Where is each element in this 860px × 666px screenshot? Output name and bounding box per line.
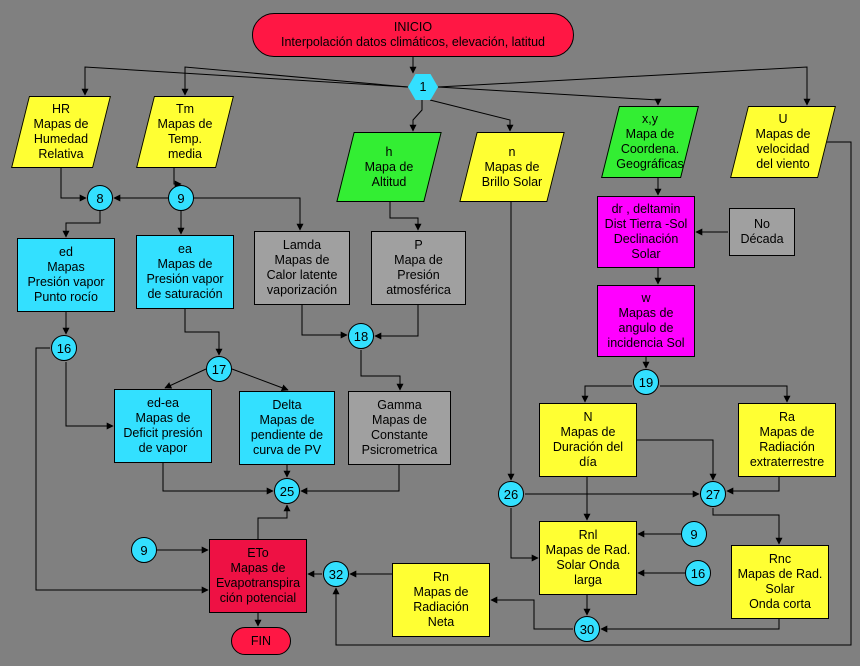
flow-arrow-37 xyxy=(510,508,539,562)
hr-input-label: HR Mapas de Humedad Relativa xyxy=(33,102,89,161)
p-process: P Mapa de Presión atmosférica xyxy=(371,231,466,305)
rnl-process: Rnl Mapas de Rad. Solar Onda larga xyxy=(539,521,637,595)
flow-arrow-42 xyxy=(600,619,780,633)
delta-process: Delta Mapas de pendiente de curva de PV xyxy=(239,391,335,465)
gamma-process: Gamma Mapas de Constante Psicrometrica xyxy=(348,391,451,465)
u-input-label: U Mapas de velocidad del viento xyxy=(755,112,811,171)
tm-input-label: Tm Mapas de Temp. media xyxy=(157,102,213,161)
flow-arrow-35 xyxy=(726,477,780,495)
flow-arrow-27 xyxy=(581,385,632,403)
flow-arrow-19 xyxy=(184,309,223,356)
flow-arrow-25 xyxy=(164,368,207,389)
end-terminal: FIN xyxy=(231,627,291,655)
flow-arrow-21 xyxy=(374,305,419,340)
edea-process: ed-ea Mapas de Deficit presión de vapor xyxy=(114,389,212,463)
flow-arrow-28 xyxy=(660,385,791,403)
connector-19: 19 xyxy=(633,369,659,395)
flow-arrow-12 xyxy=(62,211,101,238)
flow-arrow-34 xyxy=(637,439,717,481)
h-input-label: h Mapa de Altitud xyxy=(364,144,414,189)
flow-arrow-8 xyxy=(60,168,87,202)
eto-process: ETo Mapas de Evapotranspira ción potenci… xyxy=(209,539,307,613)
connector-30: 30 xyxy=(574,616,600,642)
flow-arrow-40 xyxy=(712,508,783,545)
connector-16: 16 xyxy=(51,335,77,361)
flow-arrow-24 xyxy=(231,368,289,392)
flow-arrow-14 xyxy=(389,202,422,231)
connector-8: 8 xyxy=(87,185,113,211)
hr-input: HR Mapas de Humedad Relativa xyxy=(11,96,111,168)
flow-arrow-9 xyxy=(173,168,182,188)
flow-arrow-4 xyxy=(437,66,811,106)
u-input: U Mapas de velocidad del viento xyxy=(730,106,836,178)
connector-9-eto: 9 xyxy=(131,537,157,563)
connector-32: 32 xyxy=(323,561,349,587)
flow-arrow-7 xyxy=(429,99,514,132)
rnc-process: Rnc Mapas de Rad. Solar Onda corta xyxy=(731,545,829,619)
ea-process: ea Mapas de Presión vapor de saturación xyxy=(136,235,234,309)
flow-arrow-3 xyxy=(181,66,409,96)
N-process: N Mapas de Duración del día xyxy=(539,403,637,477)
xy-input-label: x,y Mapa de Coordena. Geográficas xyxy=(616,112,684,171)
flow-arrow-20 xyxy=(301,305,348,339)
connector-9-rnl: 9 xyxy=(681,521,707,547)
dr-process: dr , deltamin Dist Tierra -Sol Declinaci… xyxy=(597,196,695,268)
ed-process: ed Mapas Presión vapor Punto rocío xyxy=(17,238,115,312)
flow-arrow-43 xyxy=(490,596,573,630)
flow-arrow-49 xyxy=(35,347,209,594)
flow-arrow-44 xyxy=(332,141,852,646)
connector-1: 1 xyxy=(408,74,438,100)
flow-arrow-5 xyxy=(437,86,662,106)
tm-input: Tm Mapas de Temp. media xyxy=(136,96,234,168)
connector-17: 17 xyxy=(206,356,232,382)
lamda-process: Lamda Mapas de Calor latente vaporizació… xyxy=(254,231,350,305)
n-input-label: n Mapas de Brillo Solar xyxy=(481,144,543,189)
flow-arrow-31 xyxy=(300,465,400,495)
nodecada-input: No Década xyxy=(729,208,795,256)
rn-process: Rn Mapas de Radiación Neta xyxy=(392,563,490,637)
flow-arrow-26 xyxy=(65,362,114,430)
flow-arrow-23 xyxy=(360,350,404,391)
h-input: h Mapa de Altitud xyxy=(336,132,442,202)
connector-18: 18 xyxy=(348,323,374,349)
n-input: n Mapas de Brillo Solar xyxy=(459,132,565,202)
connector-26: 26 xyxy=(498,481,524,507)
ra-process: Ra Mapas de Radiación extraterrestre xyxy=(738,403,836,477)
connector-1-label: 1 xyxy=(419,79,427,94)
connector-27: 27 xyxy=(700,481,726,507)
flow-arrow-10 xyxy=(194,197,304,231)
connector-9: 9 xyxy=(168,185,194,211)
flow-arrow-6 xyxy=(409,100,423,132)
start-terminal: INICIO Interpolación datos climáticos, e… xyxy=(252,13,574,57)
w-process: w Mapas de angulo de incidencia Sol xyxy=(597,285,695,357)
flow-arrow-29 xyxy=(162,463,274,495)
flow-arrow-47 xyxy=(257,504,291,539)
connector-25: 25 xyxy=(274,478,300,504)
connector-16-rnl: 16 xyxy=(685,560,711,586)
flow-arrow-2 xyxy=(81,66,409,96)
xy-input: x,y Mapa de Coordena. Geográficas xyxy=(601,106,699,178)
